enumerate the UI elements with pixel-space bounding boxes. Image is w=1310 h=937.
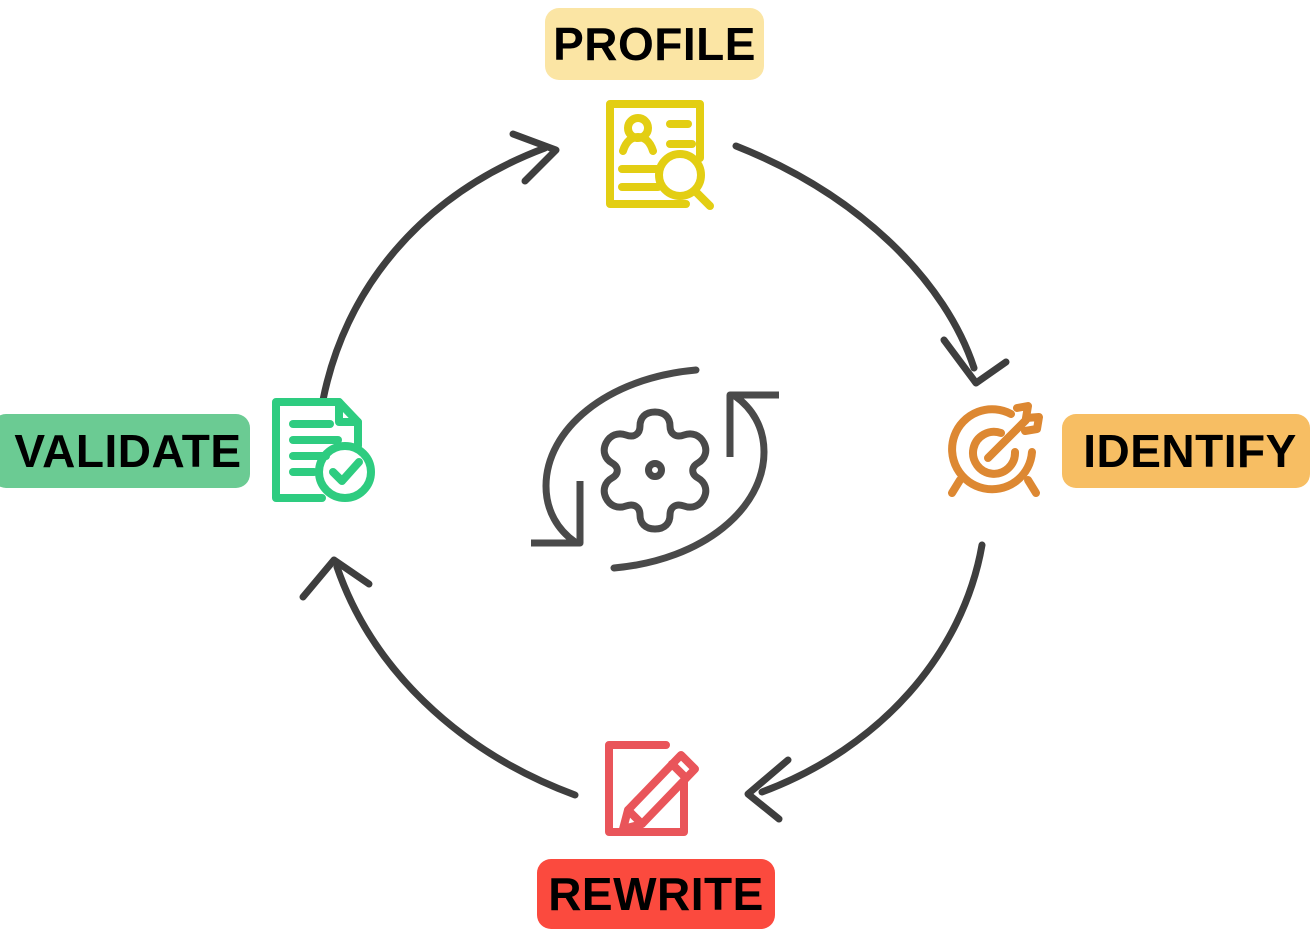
step-badge-profile[interactable]: PROFILE (545, 8, 764, 80)
profile-document-search-icon (606, 100, 714, 210)
arrow-rewrite-to-validate (299, 556, 579, 799)
step-badge-validate[interactable]: VALIDATE (0, 414, 250, 488)
validated-document-check-icon (272, 398, 375, 502)
target-bullseye-arrow-icon (948, 402, 1043, 497)
step-label-validate: VALIDATE (14, 425, 242, 477)
arrow-validate-to-profile (319, 130, 560, 404)
arrow-identify-to-rewrite (744, 541, 986, 823)
pencil-edit-square-icon (605, 741, 699, 836)
step-label-identify: IDENTIFY (1083, 425, 1297, 477)
process-cycle-gear-icon (531, 366, 779, 572)
step-label-profile: PROFILE (553, 18, 756, 70)
step-badge-identify[interactable]: IDENTIFY (1062, 414, 1310, 488)
step-label-rewrite: REWRITE (548, 868, 764, 920)
arrow-profile-to-identify (732, 142, 1010, 387)
step-badge-rewrite[interactable]: REWRITE (537, 859, 775, 929)
